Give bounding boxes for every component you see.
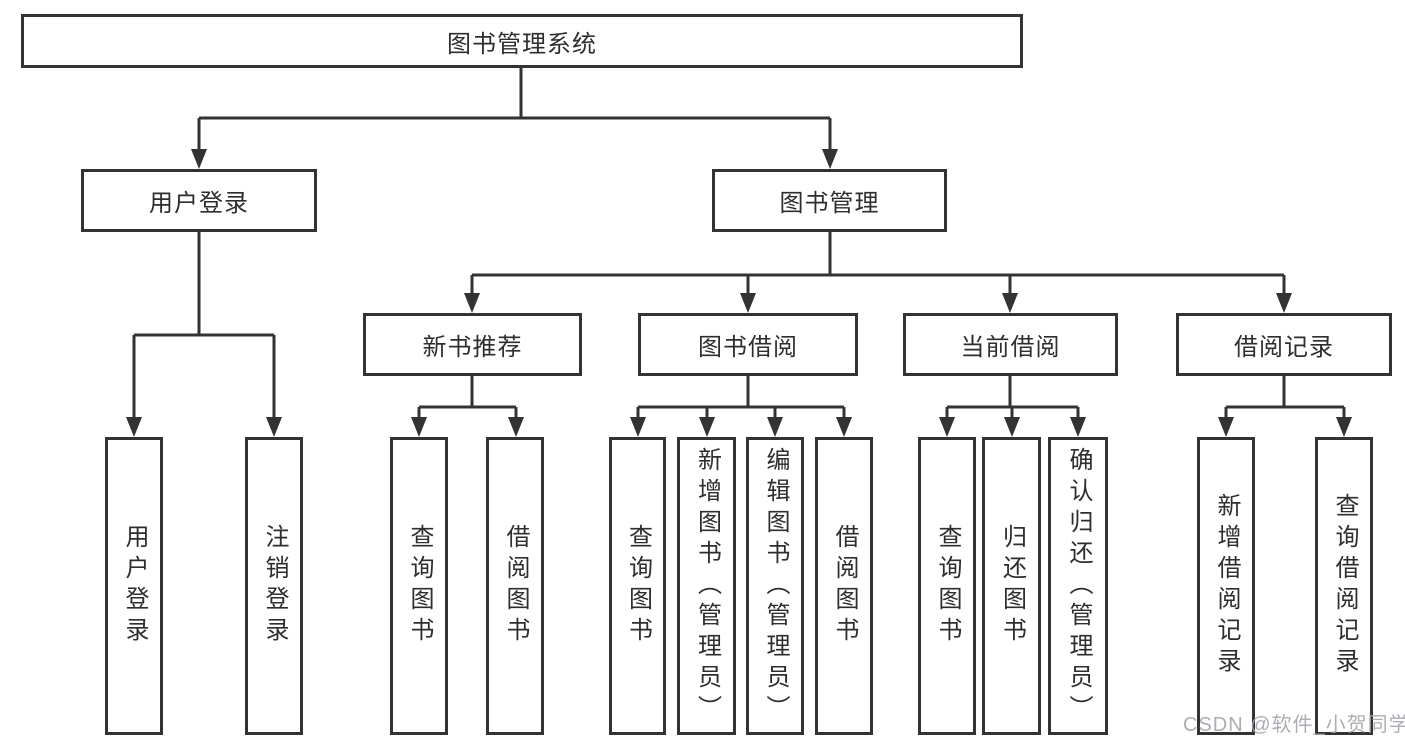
leaf-borrow-books-recommend-label: 借阅图书 bbox=[502, 524, 529, 648]
leaf-user-login-label: 用户登录 bbox=[121, 524, 148, 648]
leaf-logout-label: 注销登录 bbox=[261, 524, 288, 648]
leaf-query-books-recommend: 查询图书 bbox=[390, 437, 448, 735]
leaf-return-books: 归还图书 bbox=[982, 437, 1041, 735]
leaf-edit-book-admin: 编辑图书（管理员） bbox=[746, 437, 804, 735]
node-new-book-recommend: 新书推荐 bbox=[363, 313, 582, 376]
arrowheads bbox=[126, 149, 1352, 437]
leaf-edit-book-admin-label: 编辑图书（管理员） bbox=[762, 446, 789, 726]
node-new-book-recommend-label: 新书推荐 bbox=[422, 334, 523, 361]
leaf-return-books-label: 归还图书 bbox=[998, 524, 1026, 648]
node-library-system-label: 图书管理系统 bbox=[447, 30, 597, 58]
leaf-confirm-return-admin: 确认归还（管理员） bbox=[1048, 437, 1108, 735]
leaf-add-book-admin: 新增图书（管理员） bbox=[677, 437, 736, 735]
connector-book-borrowing-to-leaves bbox=[636, 376, 846, 421]
connector-root-to-level2 bbox=[197, 68, 832, 153]
leaf-query-books-borrowing-label: 查询图书 bbox=[624, 524, 652, 648]
leaf-query-books-current-label: 查询图书 bbox=[934, 524, 961, 648]
node-user-login: 用户登录 bbox=[81, 169, 317, 232]
connector-user-login-to-leaves bbox=[132, 231, 276, 421]
leaf-query-books-recommend-label: 查询图书 bbox=[406, 524, 433, 648]
leaf-add-borrow-record: 新增借阅记录 bbox=[1197, 437, 1255, 735]
leaf-borrow-books-borrowing-label: 借阅图书 bbox=[831, 524, 858, 648]
leaf-query-books-borrowing: 查询图书 bbox=[609, 437, 666, 735]
leaf-query-borrow-record-label: 查询借阅记录 bbox=[1331, 493, 1358, 679]
node-borrow-records-label: 借阅记录 bbox=[1234, 334, 1334, 361]
node-current-borrowing-label: 当前借阅 bbox=[960, 334, 1061, 361]
leaf-logout: 注销登录 bbox=[245, 437, 303, 735]
leaf-borrow-books-borrowing: 借阅图书 bbox=[815, 437, 873, 735]
leaf-add-borrow-record-label: 新增借阅记录 bbox=[1213, 493, 1240, 679]
leaf-borrow-books-recommend: 借阅图书 bbox=[486, 437, 544, 735]
node-current-borrowing: 当前借阅 bbox=[903, 313, 1118, 376]
node-book-management: 图书管理 bbox=[712, 169, 947, 232]
leaf-query-borrow-record: 查询借阅记录 bbox=[1315, 437, 1373, 735]
node-book-management-label: 图书管理 bbox=[779, 190, 880, 217]
csdn-watermark: CSDN @软件_小贺同学 bbox=[1183, 714, 1405, 736]
leaf-add-book-admin-label: 新增图书（管理员） bbox=[693, 446, 721, 726]
node-user-login-label: 用户登录 bbox=[149, 190, 249, 217]
leaf-confirm-return-admin-label: 确认归还（管理员） bbox=[1065, 446, 1092, 726]
connector-current-borrowing-to-leaves bbox=[945, 376, 1080, 421]
connector-new-book-recommend-to-leaves bbox=[417, 376, 518, 421]
node-borrow-records: 借阅记录 bbox=[1176, 313, 1392, 376]
connector-borrow-records-to-leaves bbox=[1224, 376, 1346, 421]
leaf-user-login: 用户登录 bbox=[105, 437, 163, 735]
connector-book-management-to-level3 bbox=[470, 232, 1286, 297]
node-library-system: 图书管理系统 bbox=[21, 14, 1023, 68]
node-book-borrowing-label: 图书借阅 bbox=[698, 334, 798, 361]
leaf-query-books-current: 查询图书 bbox=[918, 437, 976, 735]
node-book-borrowing: 图书借阅 bbox=[638, 313, 858, 376]
